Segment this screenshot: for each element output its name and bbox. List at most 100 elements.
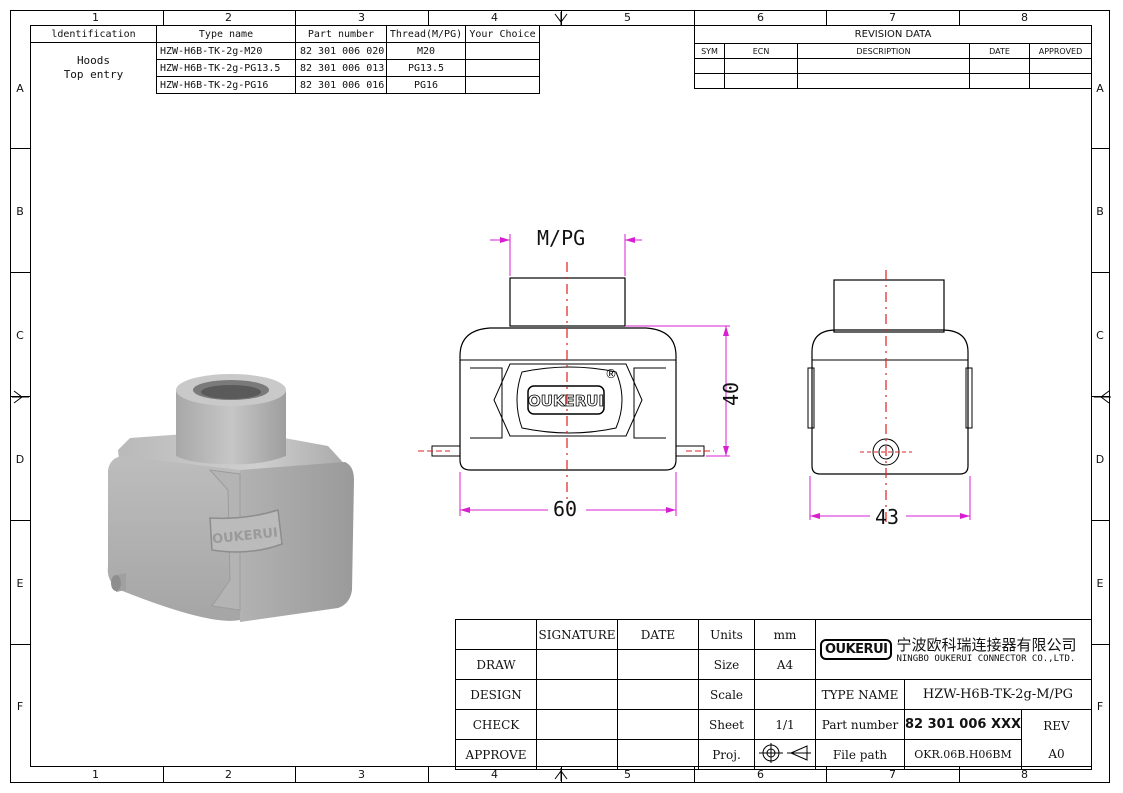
- id-row-1-type: HZW-H6B-TK-2g-M20: [156, 42, 296, 60]
- tb-sheet-value: 1/1: [754, 709, 816, 740]
- tb-check-signature[interactable]: [536, 709, 618, 740]
- tb-proj-symbol: [754, 739, 816, 770]
- render-logo-text: OUKERUI: [211, 526, 278, 548]
- company-name-cn: 宁波欧科瑞连接器有限公司: [896, 635, 1077, 654]
- zone-row-c-right: C: [1096, 329, 1104, 342]
- revision-table: REVISION DATA SYM ECN DESCRIPTION DATE A…: [694, 25, 1092, 89]
- tb-blank: [455, 619, 537, 650]
- tb-rev-value: A0: [1048, 746, 1065, 761]
- tb-rev-cell: REV A0: [1021, 709, 1092, 770]
- centering-arrow-bottom-icon: [554, 768, 568, 781]
- company-logo: OUKERUI: [820, 639, 893, 660]
- revision-cell: [797, 58, 970, 74]
- tb-role-design: DESIGN: [455, 679, 537, 710]
- id-row-2-type: HZW-H6B-TK-2g-PG13.5: [156, 59, 296, 77]
- id-header-type: Type name: [156, 25, 296, 43]
- zone-col-6: 6: [757, 11, 764, 24]
- tb-size-label: Size: [698, 649, 755, 680]
- id-row-3-type: HZW-H6B-TK-2g-PG16: [156, 76, 296, 94]
- centering-arrow-top-icon: [554, 12, 568, 25]
- zone-col-6-bottom: 6: [757, 768, 764, 781]
- revision-cell: [1029, 58, 1092, 74]
- tb-sheet-label: Sheet: [698, 709, 755, 740]
- tb-scale-label: Scale: [698, 679, 755, 710]
- identification-table: ldentification Type name Part number Thr…: [30, 25, 540, 94]
- tb-part-number-value: 82 301 006 XXX: [903, 709, 1023, 740]
- tb-file-path-label: File path: [815, 739, 905, 770]
- front-view-registered-mark: ®: [605, 367, 617, 381]
- tb-scale-value: [754, 679, 816, 710]
- revision-cell: [694, 73, 725, 89]
- zone-row-d: D: [15, 453, 25, 466]
- tb-part-number-label: Part number: [815, 709, 905, 740]
- tb-file-path-value: OKR.06B.H06BM: [903, 739, 1023, 770]
- id-header-choice: Your Choice: [465, 25, 540, 43]
- zone-row-f: F: [16, 700, 24, 713]
- company-name-en: NINGBO OUKERUI CONNECTOR CO.,LTD.: [896, 653, 1076, 664]
- id-header-identification: ldentification: [30, 25, 157, 43]
- zone-col-4-bottom: 4: [491, 768, 498, 781]
- revision-header-date: DATE: [969, 43, 1030, 59]
- revision-cell: [969, 73, 1030, 89]
- id-row-1-choice[interactable]: [465, 42, 540, 60]
- zone-col-8-bottom: 8: [1021, 768, 1028, 781]
- tb-role-approve: APPROVE: [455, 739, 537, 770]
- zone-col-5-bottom: 5: [624, 768, 631, 781]
- centering-arrow-right-icon: [1094, 390, 1111, 404]
- id-group-label: Hoods Top entry: [30, 42, 157, 94]
- id-row-1-thread: M20: [386, 42, 466, 60]
- zone-col-1: 1: [92, 11, 99, 24]
- tb-company: OUKERUI 宁波欧科瑞连接器有限公司 NINGBO OUKERUI CONN…: [815, 619, 1092, 680]
- front-view-drawing: OUKERUI ®: [418, 234, 730, 516]
- zone-col-1-bottom: 1: [92, 768, 99, 781]
- projection-symbol-icon: [759, 743, 811, 763]
- tb-type-name-label: TYPE NAME: [815, 679, 905, 710]
- id-row-3-choice[interactable]: [465, 76, 540, 94]
- zone-row-e-right: E: [1096, 577, 1104, 590]
- revision-header-approved: APPROVED: [1029, 43, 1092, 59]
- zone-row-d-right: D: [1095, 453, 1105, 466]
- zone-col-5: 5: [624, 11, 631, 24]
- centering-arrow-left-icon: [12, 390, 29, 404]
- id-row-2-choice[interactable]: [465, 59, 540, 77]
- front-view-logo: OUKERUI: [528, 392, 604, 410]
- zone-col-7: 7: [889, 11, 896, 24]
- tb-units-value: mm: [754, 619, 816, 650]
- id-group-hoods: Hoods: [76, 54, 111, 68]
- tb-check-date[interactable]: [617, 709, 699, 740]
- id-group-top-entry: Top entry: [63, 68, 124, 82]
- tb-proj-label: Proj.: [698, 739, 755, 770]
- dimension-depth-label: 43: [875, 505, 900, 529]
- zone-row-b: B: [16, 205, 24, 218]
- zone-col-3: 3: [358, 11, 365, 24]
- tb-date-header: DATE: [617, 619, 699, 650]
- zone-col-2-bottom: 2: [225, 768, 232, 781]
- id-row-3-thread: PG16: [386, 76, 466, 94]
- revision-header-sym: SYM: [694, 43, 725, 59]
- revision-cell: [797, 73, 970, 89]
- tb-signature-header: SIGNATURE: [536, 619, 618, 650]
- id-row-1-part: 82 301 006 020: [295, 42, 387, 60]
- zone-row-a-right: A: [1096, 82, 1104, 95]
- tb-design-date[interactable]: [617, 679, 699, 710]
- tb-approve-signature[interactable]: [536, 739, 618, 770]
- revision-cell: [724, 73, 798, 89]
- tb-role-check: CHECK: [455, 709, 537, 740]
- tb-rev-label: REV: [1043, 718, 1070, 733]
- dimension-thread-label: M/PG: [537, 226, 586, 250]
- zone-col-4: 4: [491, 11, 498, 24]
- revision-header-ecn: ECN: [724, 43, 798, 59]
- id-row-2-thread: PG13.5: [386, 59, 466, 77]
- dimension-height-label: 40: [719, 381, 743, 407]
- tb-draw-date[interactable]: [617, 649, 699, 680]
- tb-design-signature[interactable]: [536, 679, 618, 710]
- dimension-width-label: 60: [553, 497, 578, 521]
- revision-cell: [969, 58, 1030, 74]
- title-block: SIGNATURE DATE Units mm OUKERUI 宁波欧科瑞连接器…: [455, 619, 1092, 770]
- id-header-part: Part number: [295, 25, 387, 43]
- tb-draw-signature[interactable]: [536, 649, 618, 680]
- zone-col-2: 2: [225, 11, 232, 24]
- zone-row-a: A: [16, 82, 24, 95]
- side-view-drawing: [807, 270, 973, 526]
- tb-approve-date[interactable]: [617, 739, 699, 770]
